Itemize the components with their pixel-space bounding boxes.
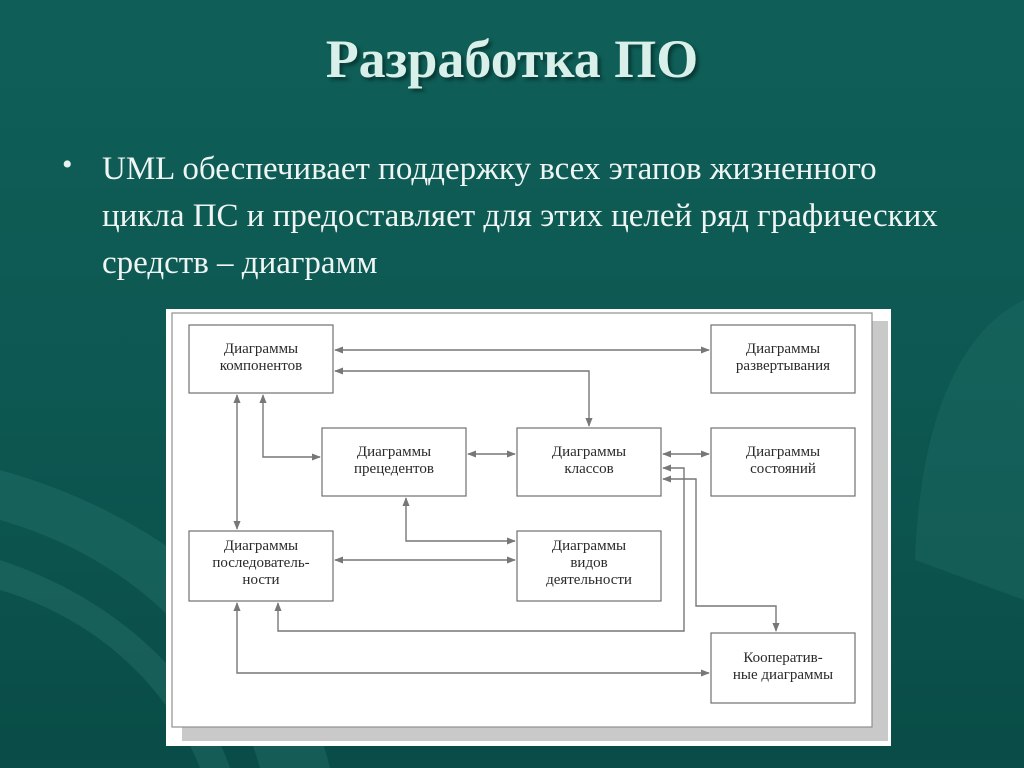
label-line: прецедентов <box>354 461 434 477</box>
bullet-dot-icon: • <box>62 148 73 181</box>
edge-components-classes <box>334 367 593 427</box>
label-states: Диаграммы состояний <box>711 444 855 478</box>
label-line: видов <box>570 555 608 571</box>
label-line: последователь- <box>212 555 310 571</box>
label-line: ные диаграммы <box>732 667 834 683</box>
label-activity: Диаграммы видов деятельности <box>517 538 661 589</box>
label-components: Диаграммы компонентов <box>189 341 333 375</box>
uml-diagram: Диаграммы компонентов Диаграммы разверты… <box>166 309 891 746</box>
label-line: развертывания <box>735 358 831 374</box>
box-collaboration <box>710 632 856 704</box>
label-line: ности <box>242 572 280 588</box>
label-line: Кооператив- <box>743 650 823 666</box>
label-line: классов <box>564 461 614 477</box>
label-use-cases: Диаграммы прецедентов <box>322 444 466 478</box>
label-line: деятельности <box>546 572 632 588</box>
label-line: компонентов <box>219 358 303 374</box>
label-line: Диаграммы <box>223 341 299 357</box>
label-line: Диаграммы <box>745 341 821 357</box>
label-line: Диаграммы <box>356 444 432 460</box>
edge-sequence-collaboration <box>233 602 710 677</box>
box-components <box>188 324 334 394</box>
label-classes: Диаграммы классов <box>517 444 661 478</box>
label-sequence: Диаграммы последователь- ности <box>189 538 333 589</box>
edge-components-usecases <box>259 394 321 461</box>
label-collaboration: Кооператив- ные диаграммы <box>711 650 855 684</box>
label-deployment: Диаграммы развертывания <box>711 341 855 375</box>
label-line: Диаграммы <box>745 444 821 460</box>
slide-title: Разработка ПО <box>325 29 699 89</box>
box-deployment <box>710 324 856 394</box>
label-line: Диаграммы <box>551 444 627 460</box>
bullet-text: UML обеспечивает поддержку всех этапов ж… <box>102 151 938 281</box>
label-line: состояний <box>750 461 816 477</box>
label-line: Диаграммы <box>551 538 627 554</box>
label-line: Диаграммы <box>223 538 299 554</box>
